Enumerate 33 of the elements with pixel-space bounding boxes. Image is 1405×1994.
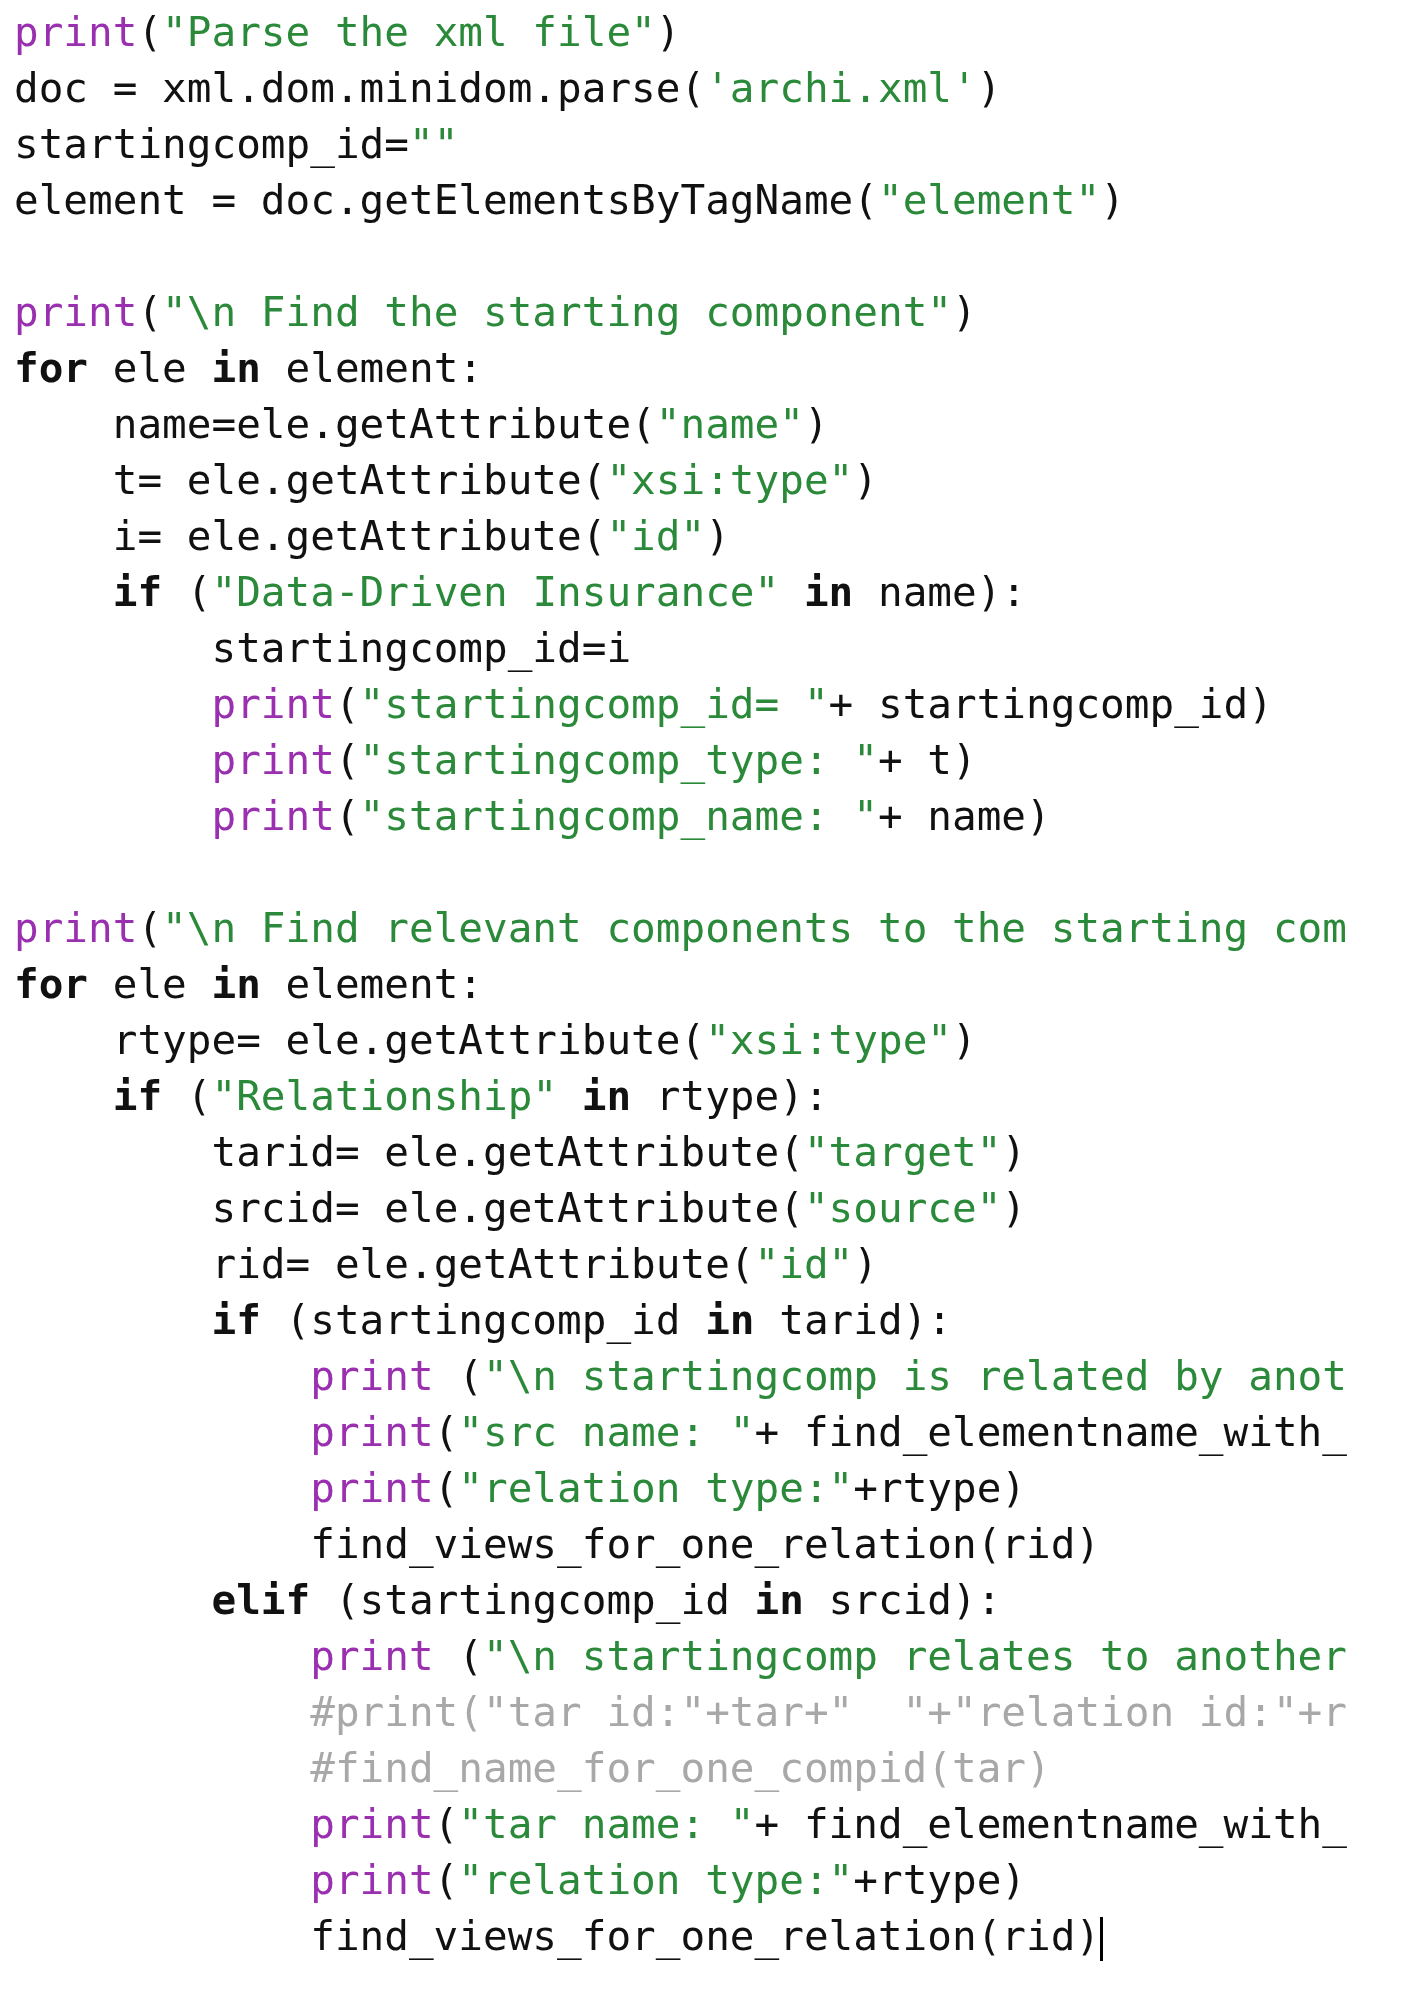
code-line: if ("Relationship" in rtype): (112, 1072, 829, 1120)
code-line: element = doc.getElementsByTagName("element") (14, 176, 1125, 224)
code-line: rid= ele.getAttribute("id") (211, 1240, 878, 1288)
code-line: print("startingcomp_type: "+ t) (211, 736, 977, 784)
code-line: print("\n Find relevant components to the starting com (14, 904, 1347, 952)
code-line: print("startingcomp_name: "+ name) (211, 792, 1051, 840)
code-line: print("src name: "+ find_elementname_with_ (310, 1408, 1347, 1456)
code-line: print("tar name: "+ find_elementname_with_ (310, 1800, 1347, 1848)
code-line: find_views_for_one_relation(rid) (310, 1912, 1101, 1960)
code-line: tarid= ele.getAttribute("target") (211, 1128, 1027, 1176)
code-line: print("relation type:"+rtype) (310, 1856, 1027, 1904)
code-line: elif (startingcomp_id in srcid): (211, 1576, 1002, 1624)
code-line: if (startingcomp_id in tarid): (211, 1296, 953, 1344)
code-line: startingcomp_id="" (14, 120, 459, 168)
code-line: print("Parse the xml file") (14, 8, 681, 56)
code-line: print("\n Find the starting component") (14, 288, 977, 336)
code-line: #find_name_for_one_compid(tar) (310, 1744, 1051, 1792)
code-line: name=ele.getAttribute("name") (112, 400, 829, 448)
code-line: #print("tar id:"+tar+" "+"relation id:"+r (310, 1688, 1347, 1736)
code-line: for ele in element: (14, 960, 484, 1008)
code-line: doc = xml.dom.minidom.parse('archi.xml') (14, 64, 1002, 112)
code-line: print("relation type:"+rtype) (310, 1464, 1027, 1512)
code-line: t= ele.getAttribute("xsi:type") (112, 456, 878, 504)
code-line: rtype= ele.getAttribute("xsi:type") (112, 1016, 977, 1064)
code-line: for ele in element: (14, 344, 484, 392)
code-line: startingcomp_id=i (211, 624, 632, 672)
code-line: i= ele.getAttribute("id") (112, 512, 730, 560)
code-line: if ("Data-Driven Insurance" in name): (112, 568, 1027, 616)
code-line: print ("\n startingcomp relates to another (310, 1632, 1347, 1680)
code-line: srcid= ele.getAttribute("source") (211, 1184, 1027, 1232)
code-line: print("startingcomp_id= "+ startingcomp_id) (211, 680, 1273, 728)
code-line: print ("\n startingcomp is related by anot (310, 1352, 1347, 1400)
code-line: find_views_for_one_relation(rid) (310, 1520, 1101, 1568)
